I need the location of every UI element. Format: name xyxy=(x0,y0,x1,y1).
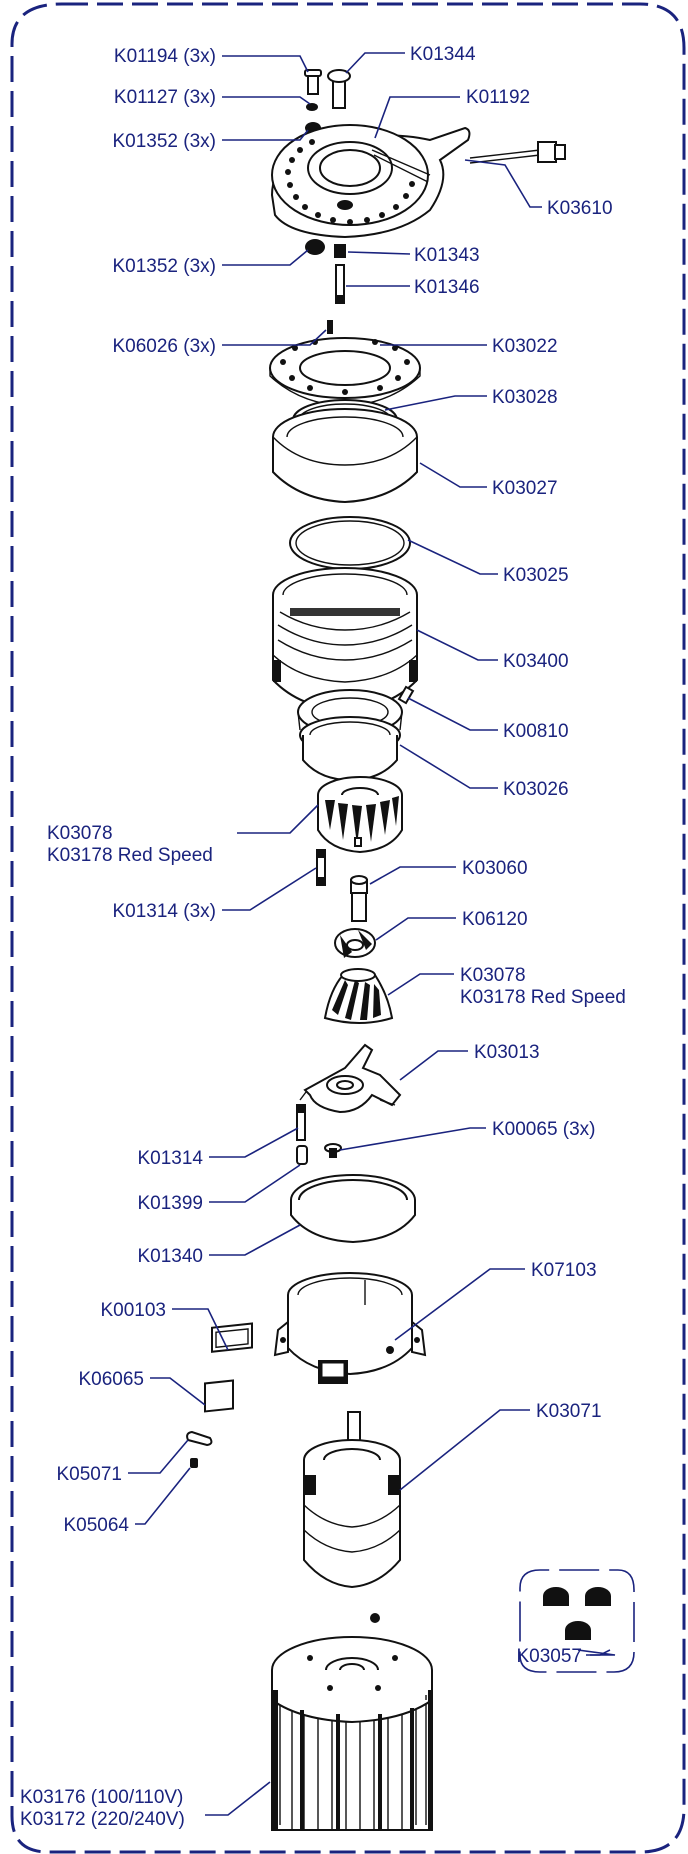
label-k07103: K07103 xyxy=(531,1260,597,1281)
ring-k03022 xyxy=(269,337,421,407)
label-k01346: K01346 xyxy=(414,277,480,298)
label-k03027: K03027 xyxy=(492,478,558,499)
label-k03013: K03013 xyxy=(474,1042,540,1063)
label-k01192: K01192 xyxy=(466,87,530,108)
adjustment-plate-k01192 xyxy=(270,124,471,239)
label-k00810: K00810 xyxy=(503,721,569,742)
motor-k03176 xyxy=(271,1613,433,1831)
gasket-k01340 xyxy=(290,1174,416,1244)
label-k05071: K05071 xyxy=(56,1464,122,1485)
burr-carrier-k03400 xyxy=(272,567,418,712)
washer-k01127 xyxy=(306,103,318,111)
label-k01344: K01344 xyxy=(410,44,476,65)
spacer-k01399 xyxy=(296,1145,308,1165)
screw-k01314 xyxy=(296,1104,306,1141)
bolt-k03060 xyxy=(350,875,368,922)
leader-lines xyxy=(128,52,616,1816)
bolt-k01344 xyxy=(327,69,351,109)
label-k03026: K03026 xyxy=(503,779,569,800)
feet-k03057 xyxy=(519,1569,635,1673)
label-k01399: K01399 xyxy=(137,1193,203,1214)
screw-k05064 xyxy=(190,1458,198,1468)
housing-k07103 xyxy=(273,1272,427,1384)
label-k06065: K06065 xyxy=(78,1369,144,1390)
screw-k06026 xyxy=(327,320,333,334)
label-k01314-3x: K01314 (3x) xyxy=(112,901,216,922)
pin-k00810 xyxy=(397,685,415,705)
label-k01352-top: K01352 (3x) xyxy=(112,131,216,152)
label-k00103: K00103 xyxy=(100,1300,166,1321)
nut-k06120 xyxy=(334,928,376,958)
burr-lower-k03078 xyxy=(323,968,394,1024)
label-motor-line2: K03172 (220/240V) xyxy=(20,1809,185,1830)
label-k03028: K03028 xyxy=(492,387,558,408)
label-k03022: K03022 xyxy=(492,336,558,357)
label-k05064: K05064 xyxy=(63,1515,129,1536)
label-k03071: K03071 xyxy=(536,1401,602,1422)
pin-k01346 xyxy=(335,264,345,304)
label-burr-upper-line1: K03078 xyxy=(47,823,113,844)
label-k03057: K03057 xyxy=(516,1646,582,1667)
label-burr-upper-line2: K03178 Red Speed xyxy=(47,845,213,866)
oring-k03025 xyxy=(289,516,411,570)
cable-k03610 xyxy=(469,141,566,164)
label-k01343: K01343 xyxy=(414,245,480,266)
label-k01352-bottom: K01352 (3x) xyxy=(112,256,216,277)
screw-k01194 xyxy=(304,69,322,95)
label-k01340: K01340 xyxy=(137,1246,203,1267)
part-drawings xyxy=(186,69,635,1831)
label-burr-lower-line2: K03178 Red Speed xyxy=(460,987,626,1008)
diagram-frame xyxy=(10,2,686,1854)
label-k00065: K00065 (3x) xyxy=(492,1119,596,1140)
label-k06026: K06026 (3x) xyxy=(112,336,216,357)
plate-k00103 xyxy=(211,1322,253,1353)
label-k03060: K03060 xyxy=(462,858,528,879)
part-labels: K01194 (3x) K01344 K01127 (3x) K01192 K0… xyxy=(20,44,626,1830)
label-k01194: K01194 (3x) xyxy=(114,46,216,67)
nut-k01352-bottom xyxy=(305,239,325,255)
fastener-k00065 xyxy=(324,1143,342,1158)
plate-k06065 xyxy=(204,1379,234,1413)
label-k03400: K03400 xyxy=(503,651,569,672)
ring-k03027 xyxy=(272,408,418,504)
label-k06120: K06120 xyxy=(462,909,528,930)
label-k01314: K01314 xyxy=(137,1148,203,1169)
rotor-k03071 xyxy=(303,1411,401,1589)
label-motor-line1: K03176 (100/110V) xyxy=(20,1787,183,1808)
spring-k01343 xyxy=(334,244,346,258)
screw-k01314-3x xyxy=(316,849,326,886)
label-k03025: K03025 xyxy=(503,565,569,586)
label-k03610: K03610 xyxy=(547,198,613,219)
label-burr-lower-line1: K03078 xyxy=(460,965,526,986)
arm-k03013 xyxy=(299,1043,402,1114)
burr-upper-k03078 xyxy=(317,776,403,854)
label-k01127: K01127 (3x) xyxy=(114,87,216,108)
ring-k03026 xyxy=(297,689,403,782)
clip-k05071 xyxy=(186,1430,213,1447)
